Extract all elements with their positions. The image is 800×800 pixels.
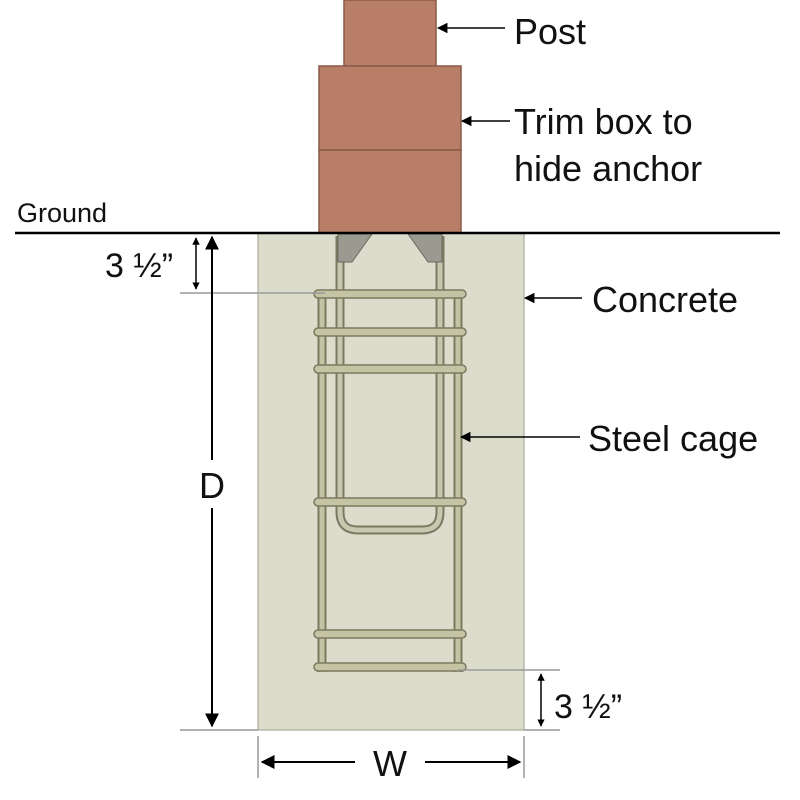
cage-hoop <box>313 289 467 299</box>
post-label: Post <box>514 11 586 52</box>
post-anchor <box>335 233 445 535</box>
steel-cage-label: Steel cage <box>588 418 758 459</box>
top-cover-label: 3 ½” <box>105 247 173 285</box>
trim-box <box>318 65 462 234</box>
width-label: W <box>373 743 407 784</box>
cage-hoop <box>313 327 467 337</box>
cage-hoop <box>313 497 467 507</box>
cage-hoop <box>313 629 467 639</box>
ground-label: Ground <box>17 198 107 228</box>
trim-box-label-line1: Trim box to <box>514 101 693 142</box>
cage-hoop <box>313 662 467 672</box>
concrete-label: Concrete <box>592 279 738 320</box>
cage-hoop <box>313 364 467 374</box>
depth-label: D <box>199 465 225 506</box>
steel-cage <box>313 289 467 672</box>
concrete-footing <box>257 232 525 731</box>
post <box>343 0 437 67</box>
trim-box-label-line2: hide anchor <box>514 148 702 189</box>
bottom-cover-label: 3 ½” <box>554 688 622 726</box>
